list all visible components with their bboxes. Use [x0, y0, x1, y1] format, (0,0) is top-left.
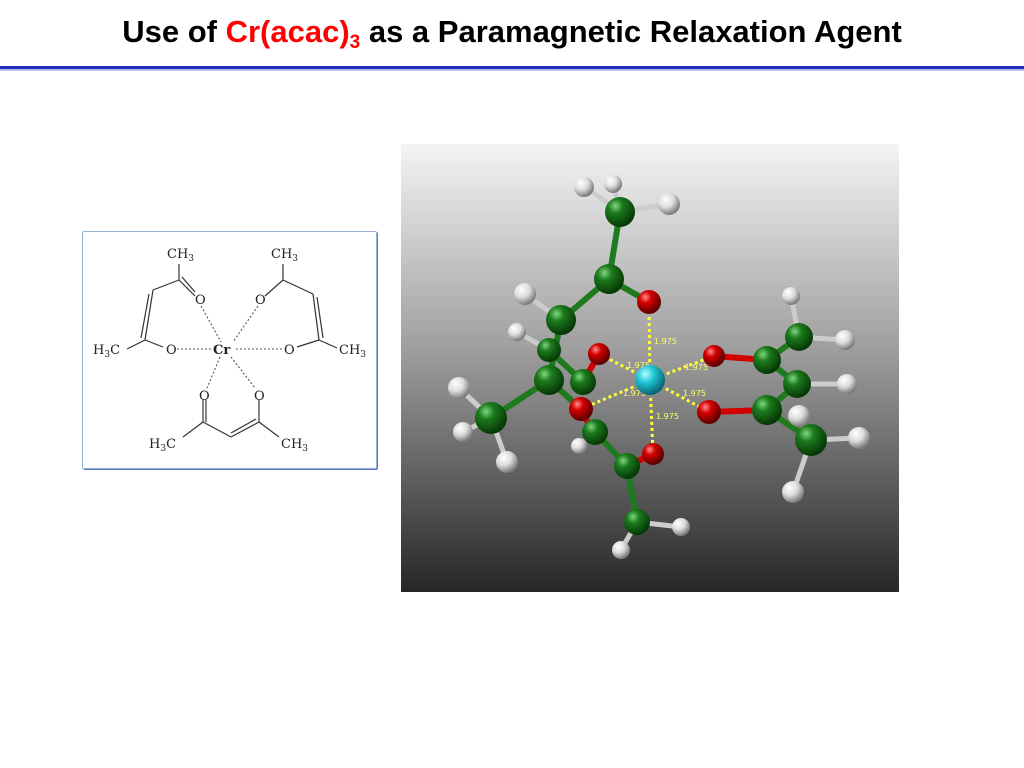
title-prefix: Use of — [122, 14, 226, 49]
label-oxygen: O — [284, 343, 295, 358]
oxygen-atoms — [569, 290, 725, 465]
label-h3c: H3C — [149, 437, 176, 454]
coordination-bond — [200, 305, 222, 343]
bond — [312, 293, 320, 341]
bond — [316, 296, 324, 339]
distance-label: 1.975 — [623, 389, 646, 398]
structural-formula-image: CH3 CH3 O O H3C O Cr O CH3 O O H3C CH3 — [82, 231, 377, 469]
distance-label: 1.975 — [627, 361, 650, 370]
title-formula: Cr(acac)3 — [225, 14, 361, 52]
label-oxygen: O — [254, 389, 265, 404]
title-suffix: as a Paramagnetic Relaxation Agent — [360, 14, 902, 49]
coordination-bond — [230, 356, 256, 389]
bond — [202, 421, 232, 438]
bond — [318, 339, 338, 349]
bond — [296, 339, 320, 348]
label-oxygen: O — [199, 389, 210, 404]
header-divider-shadow — [0, 69, 1024, 71]
label-oxygen: O — [166, 343, 177, 358]
label-oxygen: O — [255, 293, 266, 308]
bond — [140, 293, 150, 339]
molecular-model-image: 1.975 1.975 1.975 1.975 1.975 1.975 — [401, 144, 899, 592]
bond — [282, 279, 314, 295]
bond — [178, 279, 196, 297]
bond — [230, 418, 257, 434]
slide-title: Use of Cr(acac)3 as a Paramagnetic Relax… — [0, 14, 1024, 52]
bond — [126, 339, 146, 350]
label-ch3: CH3 — [167, 247, 194, 264]
hydrogen-atoms — [448, 175, 870, 559]
label-ch3: CH3 — [281, 437, 308, 454]
title-formula-subscript: 3 — [349, 32, 361, 53]
title-formula-main: Cr(acac) — [225, 14, 350, 49]
bond — [144, 339, 164, 348]
molecular-model-render: 1.975 1.975 1.975 1.975 1.975 1.975 — [401, 144, 899, 592]
label-chromium: Cr — [213, 343, 230, 358]
label-oxygen: O — [195, 293, 206, 308]
bond — [181, 276, 196, 293]
bond — [258, 421, 280, 438]
bond — [264, 279, 284, 297]
distance-label: 1.975 — [683, 389, 706, 398]
bond — [230, 421, 260, 438]
coordination-bond — [206, 356, 221, 389]
distance-label: 1.975 — [685, 363, 708, 372]
distance-label: 1.975 — [656, 412, 679, 421]
structural-formula-drawing: CH3 CH3 O O H3C O Cr O CH3 O O H3C CH3 — [93, 247, 366, 454]
bond — [182, 421, 204, 438]
bond — [144, 289, 154, 341]
carbon-atoms — [475, 197, 827, 535]
label-ch3: CH3 — [271, 247, 298, 264]
header-divider — [0, 66, 1024, 69]
distance-label: 1.975 — [654, 337, 677, 346]
coordination-bond — [232, 305, 259, 343]
label-ch3: CH3 — [339, 343, 366, 360]
bond — [152, 279, 180, 291]
chromium-atom — [635, 365, 665, 395]
label-h3c: H3C — [93, 343, 120, 360]
distance-labels: 1.975 1.975 1.975 1.975 1.975 1.975 — [623, 337, 708, 421]
